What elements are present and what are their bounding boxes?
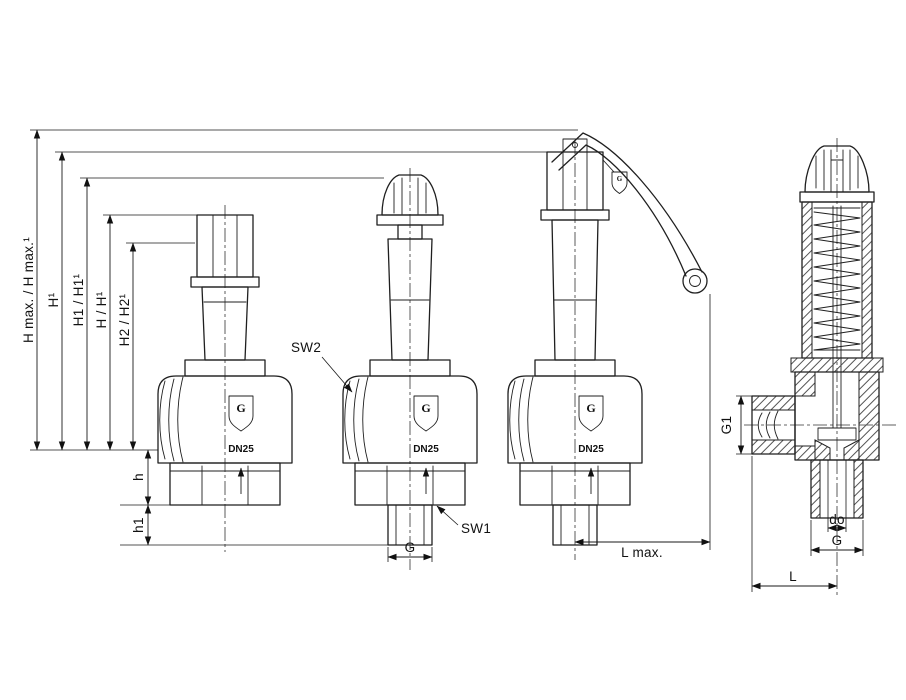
hex-cap-facets [562,151,588,211]
dim-label-l: L [789,569,797,584]
body-wall-right [858,371,880,461]
dim-label-lmax: L max. [621,545,663,560]
bottom-hex [169,462,281,506]
hex-cap-facets [212,214,238,278]
threaded-stub [387,504,433,546]
dim-label-do: do [829,512,845,527]
brand-shield-icon [228,395,254,432]
dim-label-h1-small: h1 [131,517,146,533]
dim-label-h-small: h [131,473,146,481]
threaded-stub-lines [395,504,425,546]
lever-ring-outer [682,268,708,294]
callout-sw2-leader [321,356,353,393]
spring-coil [813,211,861,351]
valve-view-lever: G DN25 G L max. [507,132,711,560]
bottom-hex-facets [519,465,631,506]
brand-letter: G [421,401,430,415]
spindle [832,205,842,429]
dim-label-hmax: H max. / H max.¹ [21,237,36,343]
brand-letter: G [236,401,245,415]
mid-flange [790,357,884,373]
body-wall-left-upper [794,371,816,397]
inlet-nut-threads [159,376,184,463]
brand-shield-icon [578,395,604,432]
body-wall-left-lower [794,445,816,461]
callout-sw1-leader [436,505,459,526]
bottom-hex-facets [169,465,281,506]
brand-letter: G [586,401,595,415]
valve-view-closed-cap: G DN25 [157,205,293,552]
seal-tag-shield-icon [611,171,628,194]
lever-arm-outer [551,132,703,273]
inlet-threads [757,410,779,440]
dim-label-g-section: G [832,533,843,548]
knob-cap-lines [815,149,859,191]
dim-label-g: G [405,540,416,555]
dim-label-h2: H2 / H2¹ [117,293,132,346]
dim-label-h: H / H¹ [94,291,109,328]
adjusting-screw [830,149,844,193]
lifting-lever: G [551,132,708,294]
knob-cap [381,174,439,216]
dim-label-g1: G1 [719,416,734,435]
height-dimension-block: H max. / H max.¹ H¹ H1 / H1¹ H / H¹ H2 /… [21,129,578,546]
brand-shield-icon [413,395,439,432]
threaded-stub-lines [560,504,590,546]
inlet-nut-threads [509,376,534,463]
valve-view-knob-cap: G DN25 SW2 SW1 G [291,168,491,570]
dim-label-hsup: H¹ [46,292,61,307]
outlet-wall-right [853,459,864,519]
inlet-wall-top [751,395,796,411]
lever-pivot-pin [572,142,578,148]
seal-wire [602,159,615,173]
housing-wall-left [801,201,813,359]
spring-plates [813,207,861,351]
body [342,375,478,464]
housing-wall-right [861,201,873,359]
callout-sw2: SW2 [291,340,321,355]
body [507,375,643,464]
callout-sw1: SW1 [461,521,491,536]
inlet-wall-bottom [751,439,796,455]
lever-ring-inner [689,275,701,287]
valve-view-section: G1 do G L [719,138,896,598]
outlet-wall-left [810,459,821,519]
dn-label: DN25 [578,444,604,455]
knob-cap-lines [393,177,427,215]
dn-label: DN25 [413,444,439,455]
valve-disc [817,427,857,441]
knob-cap [804,145,870,193]
dim-do-extensions [827,460,847,532]
seal-tag-letter: G [617,175,623,183]
lever-arm-inner [558,144,687,277]
dn-label: DN25 [228,444,254,455]
dim-label-h1: H1 / H1¹ [71,273,86,326]
body [157,375,293,464]
bottom-hex-facets [354,465,466,506]
